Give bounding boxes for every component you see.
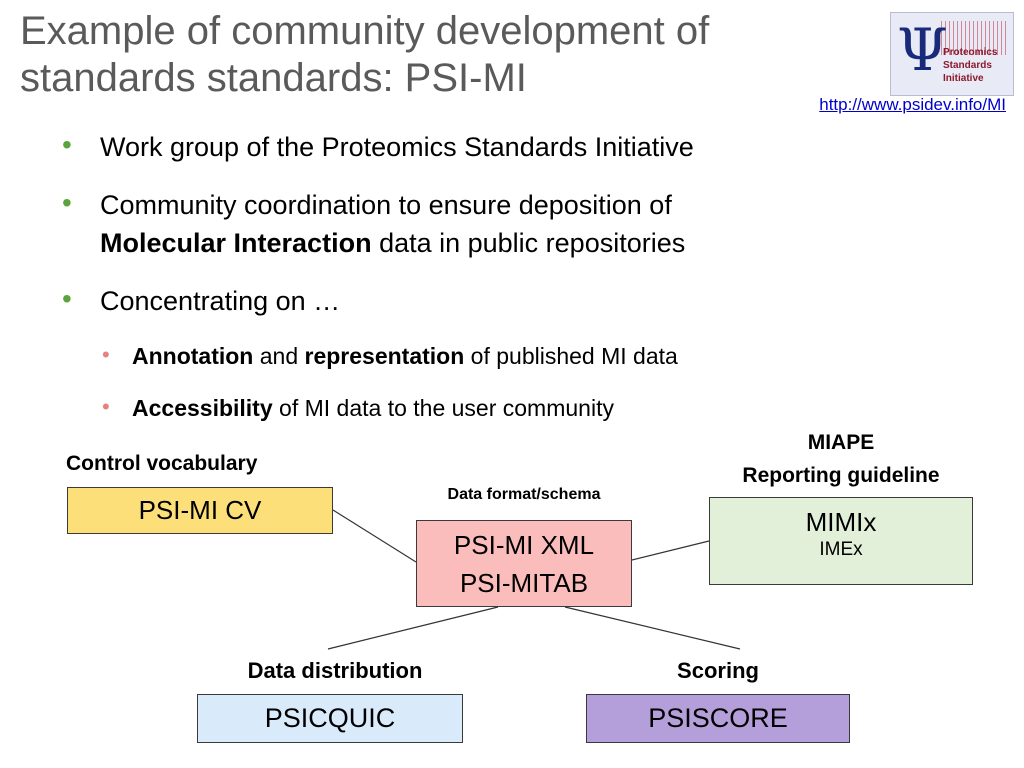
bullet-dot-icon: • [62, 129, 72, 160]
miape-label-line-1: MIAPE [807, 431, 875, 454]
bullet-item: • Work group of the Proteomics Standards… [62, 128, 962, 166]
mimix-box: MIMIx IMEx [709, 497, 973, 585]
bullet-bold-text: Molecular Interaction [100, 228, 372, 258]
connector-format-mimix [631, 540, 710, 561]
cv-label: Control vocabulary [66, 452, 258, 475]
format-box-line-2: PSI-MITAB [459, 568, 589, 598]
psi-mi-cv-box: PSI-MI CV [67, 487, 333, 534]
sub-bullet-dot-icon: • [102, 394, 110, 419]
psi-symbol-icon: Ψ [897, 16, 948, 84]
mimix-box-line-2: IMEx [819, 539, 863, 560]
bullet-text: of published MI data [464, 343, 678, 369]
miape-label: MIAPE Reporting guideline [706, 426, 976, 492]
psiscore-box: PSISCORE [586, 694, 850, 743]
title-line-2: standards standards: PSI-MI [20, 56, 527, 100]
connector-cv-format [332, 509, 417, 563]
connector-format-scoring [564, 606, 741, 650]
logo-stripes [941, 21, 1007, 55]
bullet-item: • Community coordination to ensure depos… [62, 186, 962, 262]
scoring-label: Scoring [677, 658, 759, 683]
distribution-label: Data distribution [247, 658, 423, 683]
slide-title: Example of community development of stan… [20, 8, 880, 102]
bullet-bold-text: Annotation [132, 343, 254, 369]
bullet-dot-icon: • [62, 283, 72, 314]
logo-text-2: Standards [943, 60, 992, 71]
bullet-bold-text: Accessibility [132, 395, 273, 421]
bullet-text: Community coordination to ensure deposit… [100, 190, 672, 220]
bullet-text: data in public repositories [371, 228, 686, 258]
mimix-box-line-1: MIMIx [805, 507, 877, 537]
logo-text-1: Proteomics [943, 47, 998, 58]
bullet-text: Concentrating on … [100, 286, 341, 316]
format-label: Data format/schema [447, 486, 601, 503]
bullet-text: Work group of the Proteomics Standards I… [100, 132, 694, 162]
psi-logo: Ψ Proteomics Standards Initiative [890, 12, 1014, 96]
logo-text-3: Initiative [943, 73, 984, 84]
miape-label-line-2: Reporting guideline [742, 464, 940, 487]
bullet-list: • Work group of the Proteomics Standards… [62, 128, 962, 444]
sub-bullet-item: • Annotation and representation of publi… [62, 340, 962, 372]
title-line-1: Example of community development of [20, 9, 710, 53]
sub-bullet-item: • Accessibility of MI data to the user c… [62, 392, 962, 424]
sub-bullet-dot-icon: • [102, 342, 110, 367]
bullet-text: and [253, 343, 305, 369]
psicquic-box: PSICQUIC [197, 694, 463, 743]
bullet-bold-text: representation [304, 343, 465, 369]
connector-format-dist [327, 606, 499, 650]
bullet-item: • Concentrating on … [62, 282, 962, 320]
bullet-text: of MI data to the user community [272, 395, 614, 421]
bullet-dot-icon: • [62, 187, 72, 218]
psidev-link[interactable]: http://www.psidev.info/MI [819, 95, 1006, 114]
format-box-line-1: PSI-MI XML [453, 530, 595, 560]
psi-mi-xml-box: PSI-MI XML PSI-MITAB [416, 520, 632, 607]
